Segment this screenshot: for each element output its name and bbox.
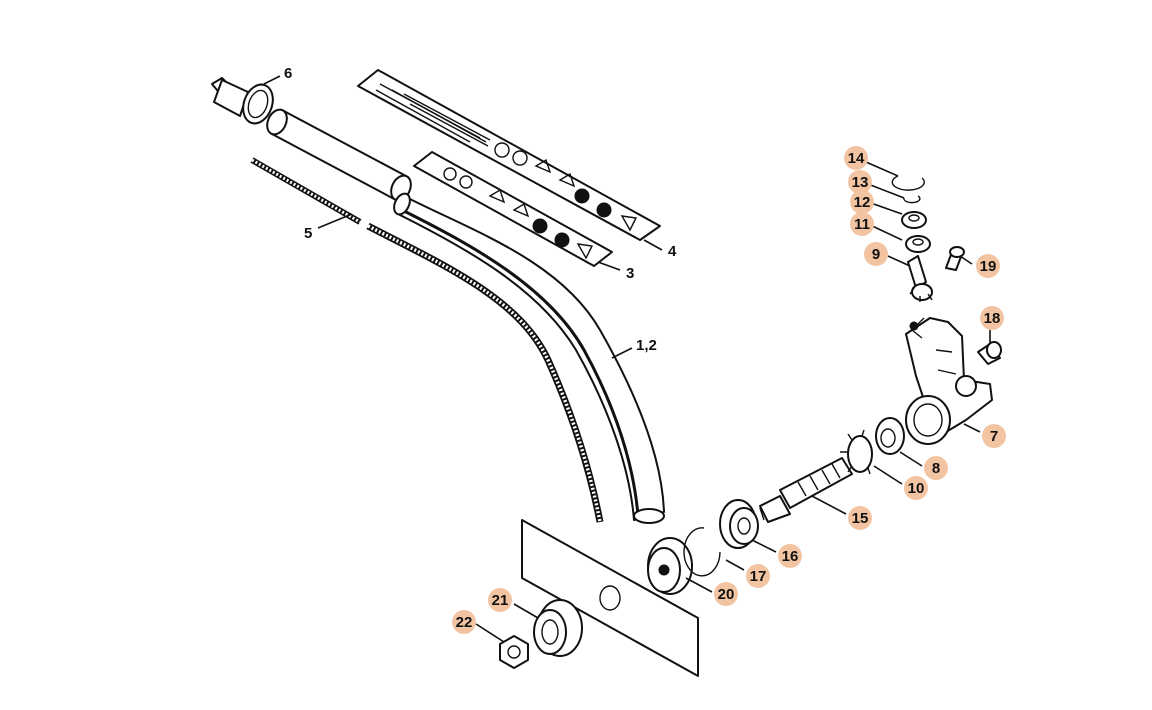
- badge-15-text: 15: [852, 510, 869, 527]
- badge-14[interactable]: 14: [844, 146, 868, 170]
- spacer-plate-part: [521, 519, 699, 677]
- bearing-8-part: [875, 417, 905, 455]
- decal-large-part: [357, 69, 661, 241]
- pinion-9-part: [907, 255, 933, 302]
- badge-11-text: 11: [854, 216, 870, 233]
- hub-20-part: [647, 537, 693, 595]
- badge-10[interactable]: 10: [904, 476, 928, 500]
- badge-8[interactable]: 8: [924, 456, 948, 480]
- bearing-11-part: [905, 235, 931, 253]
- badge-16[interactable]: 16: [778, 544, 802, 568]
- badge-13[interactable]: 13: [848, 170, 872, 194]
- badge-10-text: 10: [908, 480, 925, 497]
- badge-16-text: 16: [782, 548, 799, 565]
- plug-screw-18-part: [977, 341, 1002, 365]
- label-5: 5: [304, 225, 312, 242]
- badge-14-text: 14: [848, 150, 865, 167]
- badge-17[interactable]: 17: [746, 564, 770, 588]
- label-1-2: 1,2: [636, 337, 657, 354]
- label-4: 4: [668, 243, 677, 260]
- decal-small-part: [413, 151, 613, 267]
- badge-19-text: 19: [980, 258, 997, 275]
- badge-22-text: 22: [456, 614, 473, 631]
- nut-22-part: [499, 635, 529, 669]
- badge-7-text: 7: [990, 428, 998, 445]
- bearing-16-part: [719, 499, 759, 549]
- gear-housing-7-part: [905, 317, 993, 445]
- badge-21-text: 21: [492, 592, 509, 609]
- badge-21[interactable]: 21: [488, 588, 512, 612]
- badge-19[interactable]: 19: [976, 254, 1000, 278]
- bearing-12-part: [901, 211, 927, 229]
- badge-12-text: 12: [854, 194, 871, 211]
- circlip-14-part: [891, 175, 925, 191]
- short-tube-part: [266, 108, 412, 202]
- badge-7[interactable]: 7: [982, 424, 1006, 448]
- badge-22[interactable]: 22: [452, 610, 476, 634]
- badge-8-text: 8: [932, 460, 940, 477]
- badge-11[interactable]: 11: [850, 212, 874, 236]
- spindle-15-part: [759, 457, 853, 523]
- bevel-gear-10-part: [840, 429, 873, 475]
- circlip-13-part: [903, 195, 921, 204]
- label-6: 6: [284, 65, 292, 82]
- screw-19-part: [945, 246, 965, 271]
- tube-plug-part: [211, 77, 274, 125]
- badge-12[interactable]: 12: [850, 190, 874, 214]
- badge-18-text: 18: [984, 310, 1001, 327]
- badge-18[interactable]: 18: [980, 306, 1004, 330]
- badge-9-text: 9: [872, 246, 880, 263]
- badge-9[interactable]: 9: [864, 242, 888, 266]
- flex-shaft-part: [250, 157, 604, 523]
- badge-20-text: 20: [718, 586, 735, 603]
- badge-15[interactable]: 15: [848, 506, 872, 530]
- label-3: 3: [626, 265, 634, 282]
- badge-13-text: 13: [852, 174, 869, 191]
- flange-21-part: [533, 599, 583, 657]
- circlip-17-part: [683, 527, 721, 577]
- badge-20[interactable]: 20: [714, 582, 738, 606]
- leader-lines: [263, 75, 991, 643]
- badge-17-text: 17: [750, 568, 767, 585]
- drive-tube-part: [393, 192, 665, 524]
